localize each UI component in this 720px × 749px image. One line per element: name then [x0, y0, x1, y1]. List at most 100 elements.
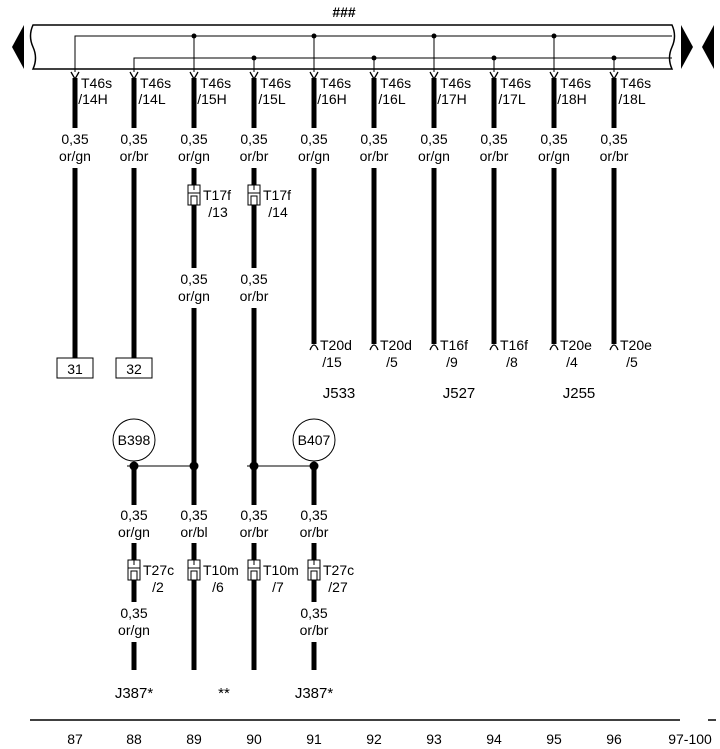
- wire-segment[interactable]: [251, 308, 257, 505]
- wire-segment[interactable]: [491, 78, 497, 128]
- continue-from-right-arrow-icon[interactable]: [702, 25, 714, 69]
- pin-connector-label: T46s: [560, 75, 591, 91]
- pin-connector-label: T46s: [320, 75, 351, 91]
- wire-segment[interactable]: [311, 466, 317, 505]
- end-connector-label: T20e: [620, 337, 652, 353]
- wire-segment[interactable]: [191, 205, 197, 268]
- pin-arrow-icon: [189, 71, 199, 81]
- wire-segment[interactable]: [191, 580, 197, 670]
- pin-number: /18H: [557, 91, 587, 107]
- wire-gauge-size: 0,35: [300, 507, 327, 523]
- connector-pin-icon: [188, 560, 200, 580]
- wire-gauge-size: 0,35: [180, 507, 207, 523]
- wire-segment[interactable]: [131, 466, 137, 505]
- end-pin-number: /9: [446, 354, 458, 370]
- wire-segment[interactable]: [431, 168, 437, 344]
- pin-arrow-icon: [609, 71, 619, 81]
- wire-segment[interactable]: [311, 642, 317, 670]
- component-label: J387*: [295, 685, 334, 702]
- pin-connector-label: T46s: [440, 75, 471, 91]
- wire-segment[interactable]: [72, 168, 78, 358]
- wire-segment[interactable]: [251, 205, 257, 268]
- end-connector-label: T20d: [380, 337, 412, 353]
- pin-end-icon: [609, 344, 619, 351]
- connector-label: T27c: [323, 562, 354, 578]
- wire-segment[interactable]: [191, 543, 197, 560]
- wire-gauge-size: 0,35: [120, 507, 147, 523]
- end-connector-label: T16f: [500, 337, 528, 353]
- pin-connector-label: T46s: [81, 75, 112, 91]
- track-number: 92: [366, 731, 382, 747]
- wire-segment[interactable]: [72, 78, 78, 128]
- connector-label: T17f: [203, 187, 231, 203]
- track-number: 94: [486, 731, 502, 747]
- track-reference-box[interactable]: [115, 357, 153, 379]
- connector-pin-icon: [248, 560, 260, 580]
- wire-segment[interactable]: [431, 78, 437, 128]
- wire-gauge-color: or/br: [300, 622, 329, 638]
- wire-gauge-size: 0,35: [240, 507, 267, 523]
- connector-pin-icon: [248, 185, 260, 205]
- track-number: 93: [426, 731, 442, 747]
- wire-segment[interactable]: [491, 168, 497, 344]
- wire-segment[interactable]: [551, 168, 557, 344]
- bus-junction-dot: [191, 33, 197, 39]
- wire-gauge-size: 0,35: [180, 131, 207, 147]
- wire-gauge-size: 0,35: [240, 131, 267, 147]
- component-label: J527: [443, 385, 476, 402]
- wire-segment[interactable]: [311, 543, 317, 560]
- wire-gauge-size: 0,35: [420, 131, 447, 147]
- wire-segment[interactable]: [131, 168, 137, 358]
- bus-line-h: [74, 35, 672, 72]
- wire-segment[interactable]: [131, 543, 137, 560]
- wire-segment[interactable]: [251, 78, 257, 128]
- wire-segment[interactable]: [191, 78, 197, 128]
- wire-segment[interactable]: [191, 308, 197, 505]
- bus-junction-dot: [431, 33, 437, 39]
- component-label: **: [218, 685, 230, 702]
- wire-segment[interactable]: [131, 580, 137, 602]
- wire-segment[interactable]: [131, 78, 137, 128]
- wire-segment[interactable]: [311, 168, 317, 344]
- pin-arrow-icon: [309, 71, 319, 81]
- track-number: 91: [306, 731, 322, 747]
- wire-segment[interactable]: [251, 168, 257, 185]
- wire-gauge-color: or/br: [240, 148, 269, 164]
- wire-segment[interactable]: [611, 168, 617, 344]
- wire-segment[interactable]: [311, 580, 317, 602]
- wire-segment[interactable]: [371, 168, 377, 344]
- wire-gauge-color: or/gn: [418, 148, 450, 164]
- continue-right-arrow-icon[interactable]: [681, 25, 693, 69]
- wire-segment[interactable]: [251, 466, 257, 505]
- track-reference-box[interactable]: [56, 357, 94, 379]
- pin-number: /16L: [378, 91, 405, 107]
- bus-junction-dot: [311, 33, 317, 39]
- wire-segment[interactable]: [371, 78, 377, 128]
- splice-circle[interactable]: [112, 418, 156, 462]
- continue-left-arrow-icon[interactable]: [12, 25, 24, 69]
- wire-gauge-size: 0,35: [300, 605, 327, 621]
- wire-segment[interactable]: [131, 642, 137, 670]
- wire-gauge-size: 0,35: [120, 605, 147, 621]
- wire-segment[interactable]: [251, 543, 257, 560]
- wire-segment[interactable]: [191, 466, 197, 505]
- wire-segment[interactable]: [191, 168, 197, 185]
- pin-end-icon: [309, 344, 319, 351]
- bus-label: ###: [332, 4, 356, 20]
- wire-gauge-size: 0,35: [360, 131, 387, 147]
- wire-gauge-size: 0,35: [540, 131, 567, 147]
- wire-segment[interactable]: [311, 78, 317, 128]
- component-label: J387*: [115, 685, 154, 702]
- wire-gauge-color: or/gn: [118, 524, 150, 540]
- connector-pin-icon: [128, 560, 140, 580]
- connector-label: T17f: [263, 187, 291, 203]
- bus-harness: [29, 24, 676, 70]
- wire-segment[interactable]: [551, 78, 557, 128]
- splice-circle[interactable]: [292, 418, 336, 462]
- connector-label: T10m: [263, 562, 299, 578]
- connector-label: T27c: [143, 562, 174, 578]
- connector-pin-icon: [308, 560, 320, 580]
- wire-segment[interactable]: [611, 78, 617, 128]
- wire-segment[interactable]: [251, 580, 257, 670]
